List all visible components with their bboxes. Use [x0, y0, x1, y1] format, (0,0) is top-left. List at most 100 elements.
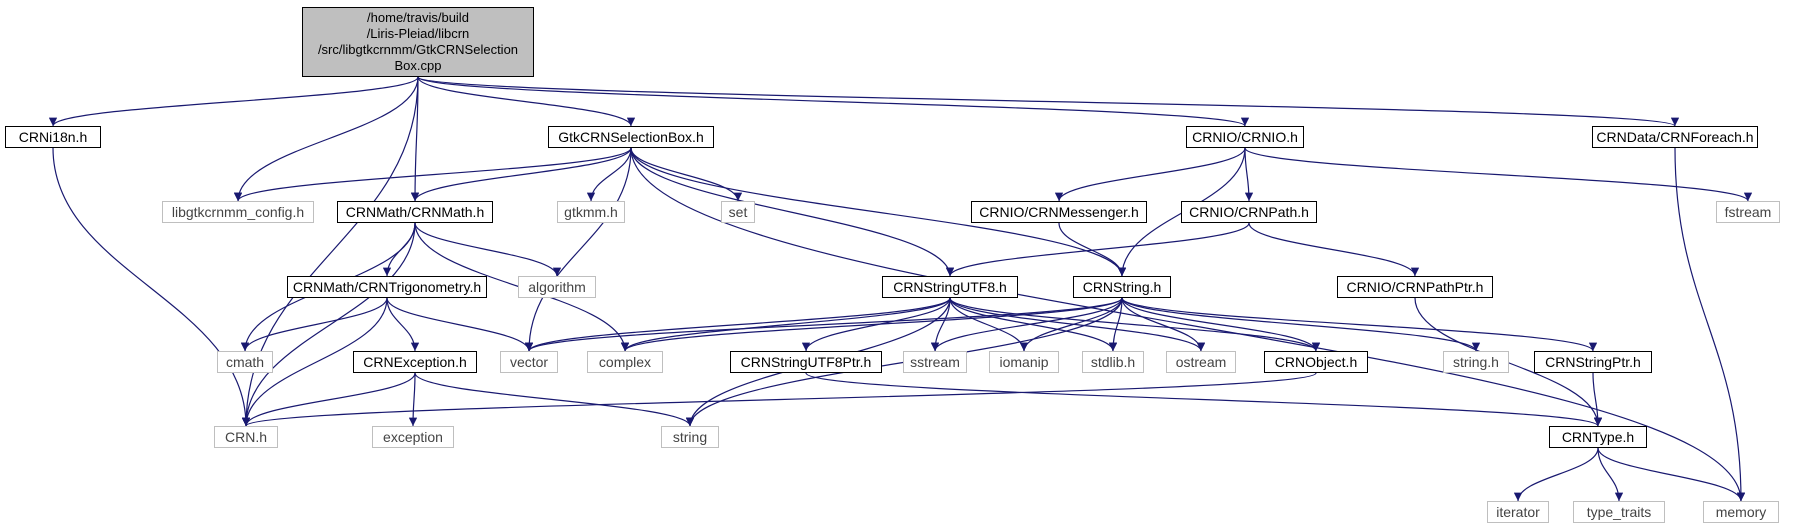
- node-set: set: [721, 201, 755, 223]
- edge-messenger-to-crnstring: [1058, 222, 1127, 277]
- node-crnobject[interactable]: CRNObject.h: [1264, 351, 1368, 373]
- node-stdlib: stdlib.h: [1082, 351, 1144, 373]
- edge-crnstring-to-vector: [525, 297, 1123, 352]
- edge-crntype-to-iterator: [1513, 447, 1599, 502]
- node-crni18n[interactable]: CRNi18n.h: [5, 126, 101, 148]
- node-crnstring[interactable]: CRNString.h: [1073, 276, 1171, 298]
- node-vector-label: vector: [509, 353, 549, 370]
- edge-crnstring-to-stdlib: [1108, 297, 1123, 352]
- node-gtkmm: gtkmm.h: [557, 201, 625, 223]
- node-foreach[interactable]: CRNData/CRNForeach.h: [1592, 126, 1758, 148]
- node-trig[interactable]: CRNMath/CRNTrigonometry.h: [287, 276, 487, 298]
- edge-utf8-to-complex: [620, 297, 951, 352]
- edge-utf8-to-crnobject: [949, 297, 1321, 352]
- edge-crni18n-to-crnh: [52, 147, 251, 427]
- node-complex-label: complex: [598, 353, 652, 370]
- edge-gtksel-to-vector: [524, 147, 632, 352]
- node-root[interactable]: /home/travis/build /Liris-Pleiad/libcrn …: [302, 7, 534, 77]
- node-typetraits: type_traits: [1573, 501, 1665, 523]
- node-sstream-label: sstream: [910, 353, 960, 370]
- node-crnh-label: CRN.h: [224, 428, 267, 445]
- node-utf8-label: CRNStringUTF8.h: [893, 278, 1007, 295]
- edge-crnmath-to-algorithm: [414, 222, 562, 277]
- node-messenger[interactable]: CRNIO/CRNMessenger.h: [971, 201, 1147, 223]
- edge-gtksel-to-libcfg: [233, 147, 632, 202]
- edge-trig-to-vector: [386, 297, 534, 352]
- edge-trig-to-crnh: [241, 297, 388, 427]
- node-utf8ptr[interactable]: CRNStringUTF8Ptr.h: [730, 351, 882, 373]
- node-crnstring-label: CRNString.h: [1082, 278, 1162, 295]
- node-root-label: /home/travis/build /Liris-Pleiad/libcrn …: [317, 10, 519, 73]
- edge-crnstring-to-complex: [620, 297, 1123, 352]
- node-complex: complex: [587, 351, 663, 373]
- edge-gtksel-to-set: [630, 147, 743, 202]
- edge-utf8ptr-to-crntype: [805, 372, 1602, 427]
- edge-root-to-libcfg: [233, 76, 419, 202]
- edge-foreach-to-memory: [1674, 147, 1746, 502]
- edge-path-to-pathptr: [1248, 222, 1420, 277]
- edge-crnio-to-messenger: [1054, 147, 1246, 202]
- node-libcfg: libgtkcrnmm_config.h: [162, 201, 314, 223]
- node-pathptr[interactable]: CRNIO/CRNPathPtr.h: [1337, 276, 1493, 298]
- edge-gtksel-to-crnstring: [630, 147, 1127, 277]
- edge-root-to-crnio: [417, 76, 1249, 127]
- node-path[interactable]: CRNIO/CRNPath.h: [1181, 201, 1317, 223]
- node-crnexc-label: CRNException.h: [363, 353, 467, 370]
- edge-stringptr-to-crntype: [1592, 372, 1603, 427]
- node-gtksel-label: GtkCRNSelectionBox.h: [558, 128, 704, 145]
- edge-utf8-to-vector: [524, 297, 951, 352]
- node-sstream: sstream: [903, 351, 967, 373]
- node-pathptr-label: CRNIO/CRNPathPtr.h: [1346, 278, 1484, 295]
- edge-crnstring-to-sstream: [930, 297, 1123, 352]
- node-cmath: cmath: [217, 351, 273, 373]
- node-crnio-label: CRNIO/CRNIO.h: [1192, 128, 1298, 145]
- edge-root-to-crnmath: [410, 76, 420, 202]
- node-libcfg-label: libgtkcrnmm_config.h: [171, 203, 305, 220]
- node-utf8[interactable]: CRNStringUTF8.h: [882, 276, 1018, 298]
- node-crntype[interactable]: CRNType.h: [1549, 426, 1647, 448]
- node-memory: memory: [1703, 501, 1779, 523]
- node-string: string: [661, 426, 719, 448]
- node-stringh-label: string.h: [1453, 353, 1499, 370]
- node-stringptr[interactable]: CRNStringPtr.h: [1534, 351, 1652, 373]
- node-crnmath[interactable]: CRNMath/CRNMath.h: [337, 201, 493, 223]
- node-crnio[interactable]: CRNIO/CRNIO.h: [1186, 126, 1304, 148]
- edge-gtksel-to-crnmath: [410, 147, 632, 202]
- node-iterator-label: iterator: [1496, 503, 1540, 520]
- node-crnh: CRN.h: [214, 426, 278, 448]
- node-algorithm: algorithm: [518, 276, 596, 298]
- node-gtkmm-label: gtkmm.h: [564, 203, 618, 220]
- node-ostream-label: ostream: [1175, 353, 1227, 370]
- edge-crnio-to-fstream: [1244, 147, 1753, 202]
- node-iterator: iterator: [1487, 501, 1549, 523]
- node-gtksel[interactable]: GtkCRNSelectionBox.h: [548, 126, 714, 148]
- node-fstream: fstream: [1716, 201, 1780, 223]
- node-path-label: CRNIO/CRNPath.h: [1189, 203, 1309, 220]
- node-iomanip-label: iomanip: [999, 353, 1049, 370]
- edge-root-to-crni18n: [48, 76, 419, 127]
- node-crntype-label: CRNType.h: [1561, 428, 1635, 445]
- edge-gtksel-to-memory: [630, 147, 1746, 502]
- node-algorithm-label: algorithm: [528, 278, 586, 295]
- node-crnexc[interactable]: CRNException.h: [353, 351, 477, 373]
- edge-gtksel-to-utf8: [630, 147, 955, 277]
- edge-gtksel-to-gtkmm: [586, 147, 632, 202]
- node-ostream: ostream: [1166, 351, 1236, 373]
- edge-crntype-to-typetraits: [1597, 447, 1624, 502]
- node-crnmath-label: CRNMath/CRNMath.h: [345, 203, 485, 220]
- edge-crnstring-to-iomanip: [1019, 297, 1123, 352]
- edge-crnstring-to-crnobject: [1121, 297, 1321, 352]
- edge-crnstring-to-stringptr: [1121, 297, 1598, 352]
- edge-utf8-to-ostream: [949, 297, 1206, 352]
- edge-crnexc-to-string: [414, 372, 695, 427]
- edge-trig-to-crnexc: [386, 297, 420, 352]
- edge-crnmath-to-crnh: [241, 222, 416, 427]
- node-vector: vector: [500, 351, 558, 373]
- edge-root-to-foreach: [417, 76, 1679, 127]
- node-stringh: string.h: [1443, 351, 1509, 373]
- node-crni18n-label: CRNi18n.h: [18, 128, 88, 145]
- edge-root-to-gtksel: [417, 76, 636, 127]
